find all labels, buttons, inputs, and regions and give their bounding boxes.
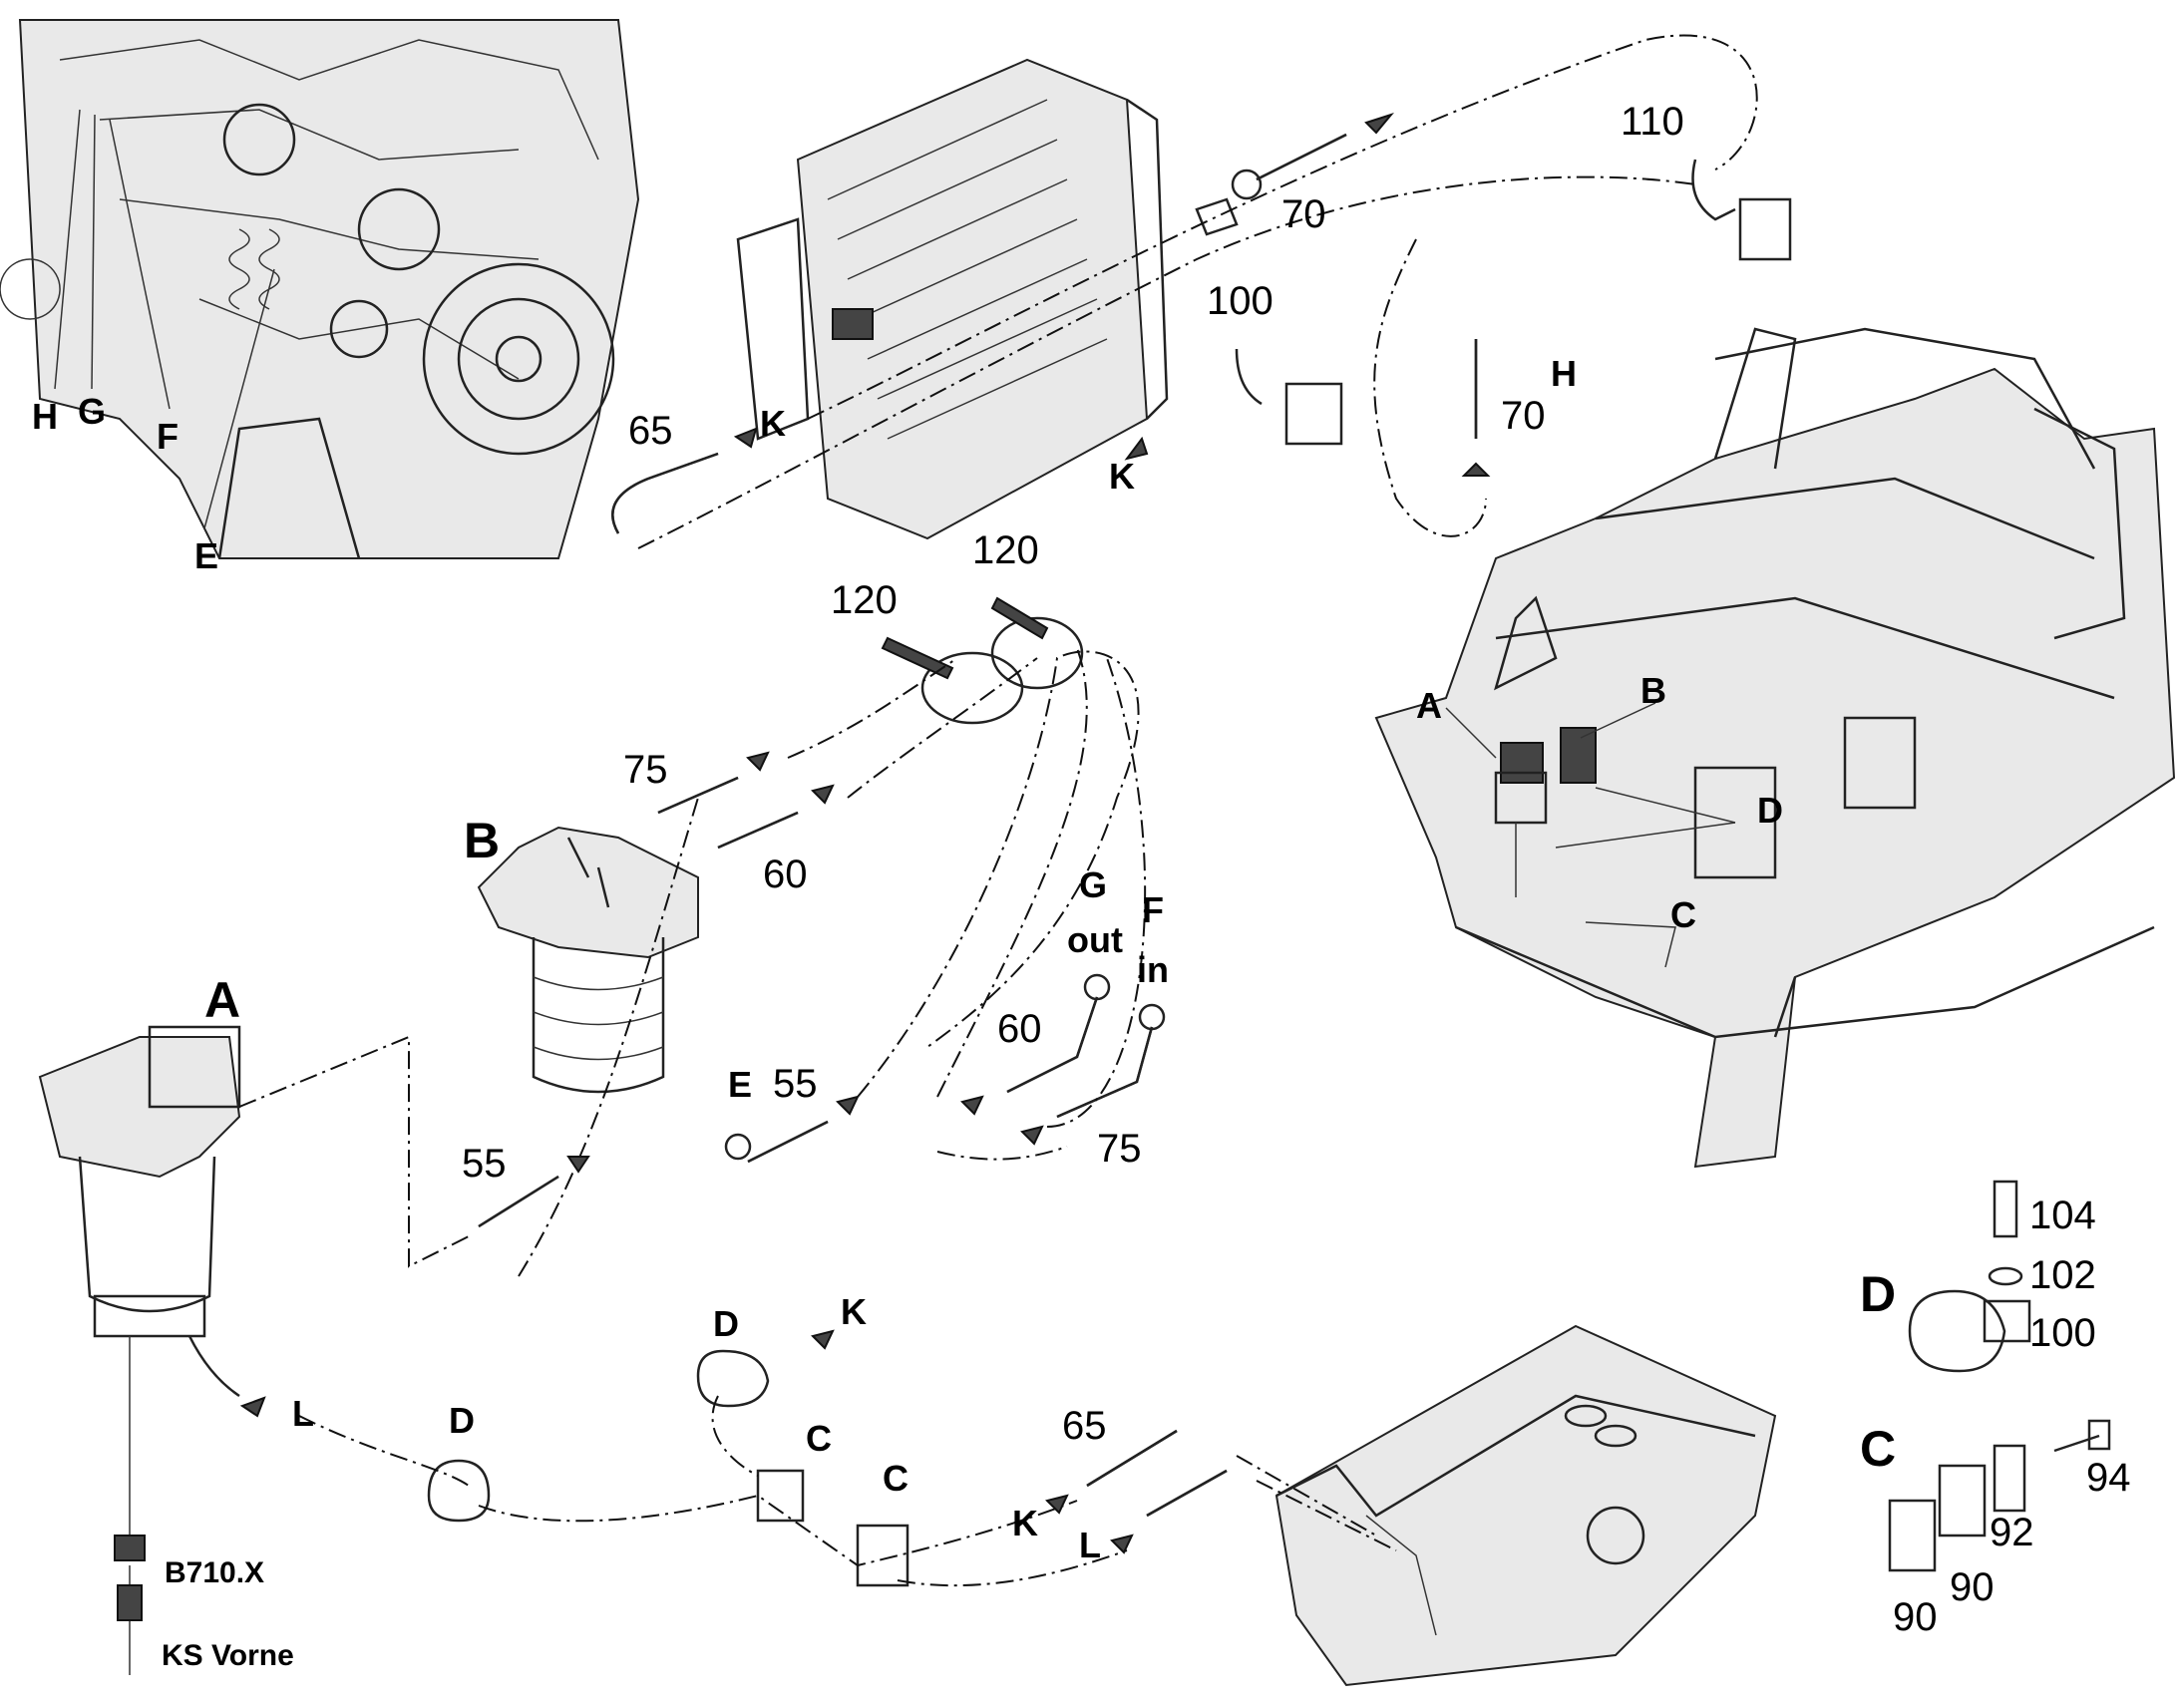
label-g-out-letter: G: [1079, 864, 1107, 905]
label-k-mid: K: [1109, 456, 1135, 497]
label-75-lower: 75: [1097, 1127, 1142, 1171]
label-f-in-letter: F: [1142, 889, 1164, 930]
label-h-right: H: [1551, 353, 1577, 394]
label-100-top: 100: [1207, 279, 1273, 323]
label-60-right: 60: [997, 1007, 1042, 1051]
label-104: 104: [2029, 1194, 2096, 1237]
label-k-bottom-a: K: [841, 1291, 867, 1332]
label-d-detail: D: [1860, 1266, 1896, 1322]
label-a-big: A: [204, 972, 240, 1028]
label-l-bottom-a: L: [292, 1393, 314, 1434]
label-b710x: B710.X: [165, 1556, 264, 1589]
label-c-bottom-b: C: [883, 1458, 908, 1499]
label-55-lower: 55: [773, 1062, 818, 1106]
label-e-lower: E: [728, 1064, 752, 1105]
label-e-engine: E: [194, 535, 218, 576]
label-60-mid: 60: [763, 853, 808, 896]
label-90-a: 90: [1950, 1565, 1995, 1609]
label-d-bottom-b: D: [449, 1400, 475, 1441]
radiator-illustration: [736, 58, 1239, 540]
label-f-engine: F: [157, 416, 179, 457]
label-65-top: 65: [628, 409, 673, 453]
fuel-filter-b: [477, 826, 699, 1094]
label-frame-a: A: [1416, 685, 1442, 726]
label-frame-c: C: [1670, 894, 1696, 935]
label-70-top: 70: [1281, 192, 1326, 236]
label-in: in: [1137, 949, 1169, 990]
label-65-bottom: 65: [1062, 1404, 1107, 1448]
label-75-mid: 75: [623, 748, 668, 792]
label-92: 92: [1990, 1511, 2034, 1554]
label-110: 110: [1621, 100, 1684, 144]
vehicle-frame-illustration: [1374, 327, 2176, 1169]
label-120-b: 120: [972, 528, 1039, 572]
label-ks-vorne: KS Vorne: [162, 1639, 294, 1672]
label-h-engine: H: [32, 396, 58, 437]
engine-illustration: [0, 19, 640, 559]
label-k-bottom-b: K: [1012, 1503, 1038, 1543]
label-94: 94: [2086, 1456, 2131, 1500]
label-55-left: 55: [462, 1142, 507, 1186]
label-b-big: B: [464, 813, 500, 868]
label-l-bottom-b: L: [1079, 1525, 1101, 1565]
fuel-filter-a: [38, 1025, 241, 1675]
label-c-detail: C: [1860, 1421, 1896, 1477]
label-102: 102: [2029, 1253, 2096, 1297]
label-g-engine: G: [78, 391, 106, 432]
label-d-bottom-a: D: [713, 1303, 739, 1344]
label-frame-d: D: [1757, 790, 1783, 831]
label-k-top-left: K: [760, 403, 786, 444]
label-100-detail: 100: [2029, 1311, 2096, 1355]
callout-labels: 65 K 70 100 K 110 H 70 H G F E 120 120 7…: [32, 100, 2131, 1672]
fuel-tank: [1274, 1324, 1777, 1687]
label-120-a: 120: [831, 578, 898, 622]
flow-arrows: [239, 113, 1491, 1554]
routing-lines: [238, 34, 1758, 1587]
label-70-right: 70: [1501, 394, 1546, 438]
label-out: out: [1067, 919, 1123, 960]
label-frame-b: B: [1640, 670, 1666, 711]
label-c-bottom-a: C: [806, 1418, 832, 1459]
label-90-b: 90: [1893, 1595, 1938, 1639]
